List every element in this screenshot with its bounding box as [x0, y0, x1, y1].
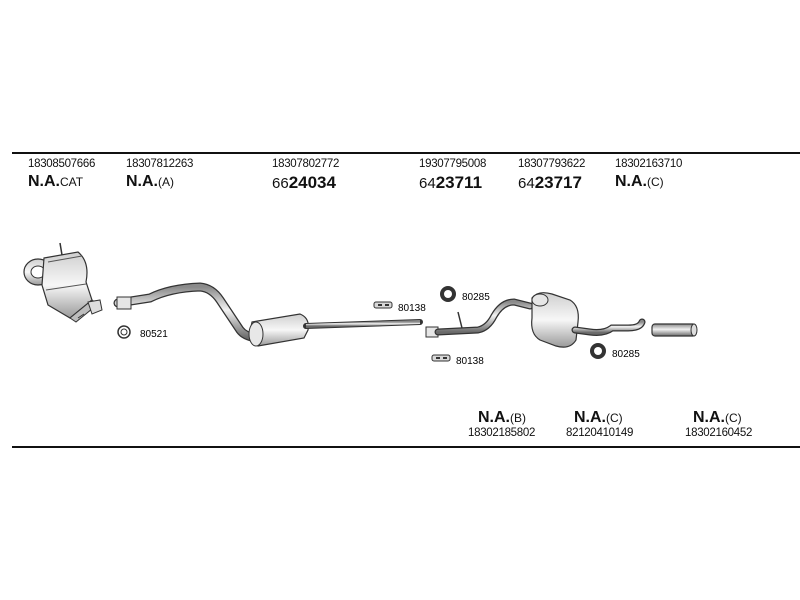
part-number: 18307802772 — [272, 158, 340, 170]
tail-pipe[interactable] — [651, 323, 698, 337]
part-label-intermediate-pipe[interactable]: 19307795008 6423711 — [419, 158, 487, 192]
part-code: 6624034 — [272, 172, 336, 192]
part-number: 18307793622 — [518, 158, 586, 170]
top-divider-line — [12, 152, 800, 154]
part-label-tail-pipe[interactable]: 18302163710 N.A.(C) — [615, 158, 683, 190]
part-code: N.A.(A) — [126, 172, 174, 190]
ring-top-number: 80285 — [462, 292, 490, 303]
part-code: N.A.(C) — [693, 409, 742, 426]
part-code: N.A.(C) — [574, 409, 623, 426]
rubber-hanger-bottom[interactable]: 80138 — [431, 354, 484, 367]
part-code: 6423711 — [419, 172, 483, 192]
clamp-left[interactable]: 80521 — [117, 325, 168, 340]
hanger-bottom-number: 80138 — [456, 356, 484, 367]
part-number: 18307812263 — [126, 158, 194, 170]
intermediate-pipe[interactable] — [425, 298, 534, 338]
part-number: 18302185802 — [468, 427, 536, 439]
hanger-top-number: 80138 — [398, 303, 426, 314]
rear-silencer[interactable] — [531, 292, 646, 348]
part-number: 18302160452 — [685, 427, 753, 439]
rubber-hanger-top[interactable]: 80138 — [373, 301, 426, 314]
part-code: N.A.(C) — [615, 172, 664, 190]
part-label-bottom-c1[interactable]: N.A.(C) 82120410149 — [566, 410, 633, 440]
front-pipe[interactable] — [113, 282, 267, 343]
rubber-ring-top[interactable]: 80285 — [440, 286, 490, 303]
part-number: 19307795008 — [419, 158, 487, 170]
part-label-bottom-b[interactable]: N.A.(B) 18302185802 — [468, 410, 535, 440]
part-label-catalyst[interactable]: 18308507666 N.A.CAT — [28, 158, 96, 190]
part-label-middle-silencer[interactable]: 18307802772 6624034 — [272, 158, 340, 192]
part-number: 82120410149 — [566, 427, 634, 439]
part-label-bottom-c2[interactable]: N.A.(C) 18302160452 — [685, 410, 752, 440]
part-label-rear-silencer[interactable]: 18307793622 6423717 — [518, 158, 586, 192]
part-code: N.A.CAT — [28, 172, 84, 190]
part-number: 18302163710 — [615, 158, 683, 170]
part-code: 6423717 — [518, 172, 582, 192]
ring-bottom-number: 80285 — [612, 349, 640, 360]
catalytic-converter[interactable] — [23, 242, 103, 323]
part-label-front-pipe[interactable]: 18307812263 N.A.(A) — [126, 158, 194, 190]
middle-silencer[interactable] — [248, 313, 423, 347]
rubber-ring-bottom[interactable]: 80285 — [590, 343, 640, 360]
part-number: 18308507666 — [28, 158, 96, 170]
clamp-left-number: 80521 — [140, 329, 168, 340]
bottom-divider-line — [12, 446, 800, 448]
part-code: N.A.(B) — [478, 409, 526, 426]
